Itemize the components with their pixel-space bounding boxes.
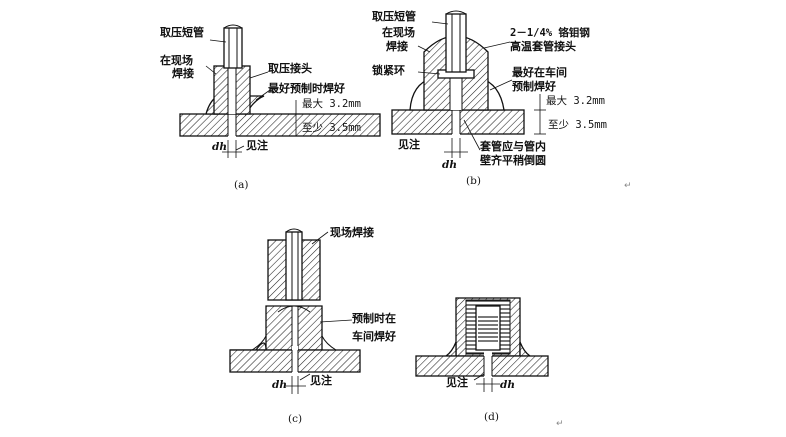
figure-d-caption: (d) xyxy=(484,411,499,423)
figure-b-flush-label-2: 壁齐平稍倒圆 xyxy=(480,153,546,167)
figure-a-connector-label: 取压接头 xyxy=(268,61,312,75)
figure-b: 取压短管 在现场 焊接 2－1/4% 铬钼钢 高温套管接头 锁紧环 最好在车间 … xyxy=(372,9,632,191)
figure-d-note-label: 见注 xyxy=(446,375,468,389)
figure-b-alloy-label-2: 高温套管接头 xyxy=(510,39,576,53)
figure-a-max-label: 最大 3.2mm xyxy=(302,97,361,110)
figure-a-pipe-label: 取压短管 xyxy=(160,25,204,39)
figure-b-site-weld-label-1: 在现场 xyxy=(382,25,415,39)
figure-a: 取压短管 在现场 焊接 取压接头 最好预制时焊好 最大 3.2mm 至少 3.5… xyxy=(160,24,381,191)
figure-b-site-weld-label-2: 焊接 xyxy=(386,39,408,53)
figure-a-dh-label: dh xyxy=(212,141,227,153)
figure-d-pipe-wall xyxy=(415,341,549,378)
figure-c: 现场焊接 预制时在 车间焊好 dh 见注 (c) xyxy=(229,225,396,425)
figure-b-workshop-label-1: 最好在车间 xyxy=(512,65,567,79)
figure-a-connector xyxy=(213,65,251,115)
figure-c-site-weld-label: 现场焊接 xyxy=(330,225,374,239)
figure-a-prefab-label: 最好预制时焊好 xyxy=(268,81,345,95)
figure-a-site-weld-label-1: 在现场 xyxy=(160,53,193,67)
figure-a-note-label: 见注 xyxy=(246,138,268,152)
figure-b-min-label: 至少 3.5mm xyxy=(548,119,607,131)
figure-b-dh-label: dh xyxy=(442,159,457,171)
figure-c-caption: (c) xyxy=(288,413,302,425)
figure-b-max-label: 最大 3.2mm xyxy=(546,94,605,107)
figure-c-note-label: 见注 xyxy=(310,373,332,387)
figure-b-short-pipe xyxy=(445,10,467,73)
figure-b-return-mark: ↵ xyxy=(624,181,632,191)
figure-c-prefab-label-1: 预制时在 xyxy=(352,311,396,325)
figure-c-lower-block xyxy=(265,305,323,351)
figure-a-pipe-wall xyxy=(179,110,381,138)
figure-d-threaded-socket xyxy=(455,297,521,357)
figure-d: 见注 dh (d) ↵ xyxy=(415,297,564,429)
figure-b-caption: (b) xyxy=(466,175,481,187)
figure-b-ring-label: 锁紧环 xyxy=(372,63,405,77)
figure-b-alloy-label-1: 2－1/4% 铬钼钢 xyxy=(510,26,590,39)
figure-a-short-pipe xyxy=(223,24,243,69)
figure-a-site-weld-label-2: 焊接 xyxy=(172,66,194,80)
figure-c-pipe-wall xyxy=(229,335,361,374)
figure-c-upper-socket xyxy=(267,228,321,301)
figure-a-caption: (a) xyxy=(234,179,248,191)
figure-b-flush-label-1: 套管应与管内 xyxy=(480,139,546,153)
figure-c-prefab-label-2: 车间焊好 xyxy=(352,329,396,343)
figure-d-return-mark: ↵ xyxy=(556,419,564,429)
figure-a-min-label: 至少 3.5mm xyxy=(302,122,361,134)
figure-b-workshop-label-2: 预制焊好 xyxy=(512,79,556,93)
figure-b-note-label: 见注 xyxy=(398,137,420,151)
figure-c-dh-label: dh xyxy=(272,379,287,391)
figure-d-dh-label: dh xyxy=(500,379,515,391)
figure-b-pipe-label: 取压短管 xyxy=(372,9,416,23)
